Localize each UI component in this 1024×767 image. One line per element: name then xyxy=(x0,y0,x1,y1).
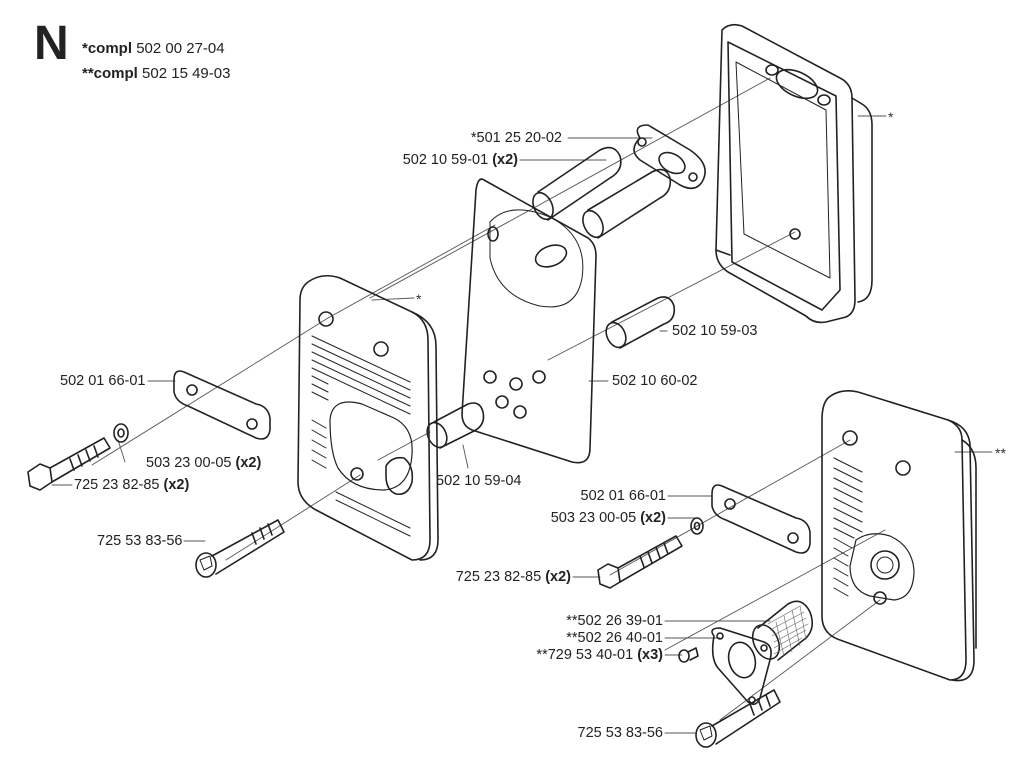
label-spacer-upper: 502 10 59-01 (x2) xyxy=(403,153,518,168)
compl-2-number: 502 15 49-03 xyxy=(142,65,231,82)
label-washer-left-qty: (x2) xyxy=(235,455,262,471)
bracket-left xyxy=(173,370,271,440)
label-small-screw: **729 53 40-01 (x3) xyxy=(536,648,663,663)
spacer-right xyxy=(605,296,676,349)
label-bracket-left: 502 01 66-01 xyxy=(60,373,146,389)
gasket-part xyxy=(633,124,706,190)
label-bolt-left: 725 23 82-85 (x2) xyxy=(74,478,189,493)
spark-screen xyxy=(751,600,814,661)
label-bolt-right: 725 23 82-85 (x2) xyxy=(456,570,571,585)
washer-left xyxy=(113,423,129,443)
label-bolt-right-qty: (x2) xyxy=(545,569,571,585)
compl-line-1: *compl 502 00 27-04 xyxy=(82,41,225,56)
label-deflector: **502 26 40-01 xyxy=(566,630,663,646)
marker-muffler-back-star: * xyxy=(888,109,894,125)
label-gasket-upper: *501 25 20-02 xyxy=(470,130,562,146)
bolt-right xyxy=(597,535,683,589)
label-spacer-right: 502 10 59-03 xyxy=(672,323,758,339)
label-small-screw-qty: (x3) xyxy=(637,647,663,663)
label-plate: 502 10 60-02 xyxy=(612,373,698,389)
label-washer-right: 503 23 00-05 (x2) xyxy=(551,511,666,526)
screw-left xyxy=(195,519,285,578)
label-screw-left: 725 53 83-56 xyxy=(97,533,183,549)
compl-1-prefix: *compl xyxy=(82,40,133,57)
section-letter: N xyxy=(34,17,69,70)
label-bolt-right-number: 725 23 82-85 xyxy=(455,569,542,585)
label-screen: **502 26 39-01 xyxy=(566,613,663,629)
label-small-screw-number: **729 53 40-01 xyxy=(536,647,634,663)
label-washer-right-number: 503 23 00-05 xyxy=(550,510,637,526)
compl-line-2: **compl 502 15 49-03 xyxy=(82,66,230,81)
small-screw xyxy=(678,647,699,663)
label-washer-left-number: 503 23 00-05 xyxy=(146,455,232,471)
muffler-front-shell-left xyxy=(297,274,439,561)
screw-right xyxy=(695,689,781,748)
muffler-complete-right xyxy=(821,390,977,682)
label-bolt-left-number: 725 23 82-85 xyxy=(74,477,160,493)
label-screw-right: 725 53 83-56 xyxy=(577,725,663,741)
label-spacer-upper-qty: (x2) xyxy=(492,152,518,168)
deflector-part xyxy=(711,627,772,706)
label-washer-left: 503 23 00-05 (x2) xyxy=(146,456,261,471)
muffler-back-shell xyxy=(715,23,873,324)
heat-shield-plate xyxy=(461,178,597,464)
compl-2-prefix: **compl xyxy=(82,65,138,82)
bolt-left xyxy=(27,437,111,491)
bracket-right xyxy=(711,484,811,554)
spacer-pair-upper xyxy=(532,146,672,239)
label-spacer-upper-number: 502 10 59-01 xyxy=(402,152,489,168)
leader-lines xyxy=(51,77,993,734)
compl-1-number: 502 00 27-04 xyxy=(136,40,225,57)
label-spacer-lower: 502 10 59-04 xyxy=(436,473,522,489)
marker-muffler-front-star: * xyxy=(416,291,422,307)
marker-muffler-complete-stars: ** xyxy=(995,445,1006,461)
washer-right xyxy=(690,517,704,535)
label-bolt-left-qty: (x2) xyxy=(163,477,190,493)
spacer-lower xyxy=(426,402,485,449)
label-bracket-right: 502 01 66-01 xyxy=(580,488,666,504)
label-washer-right-qty: (x2) xyxy=(640,510,666,526)
